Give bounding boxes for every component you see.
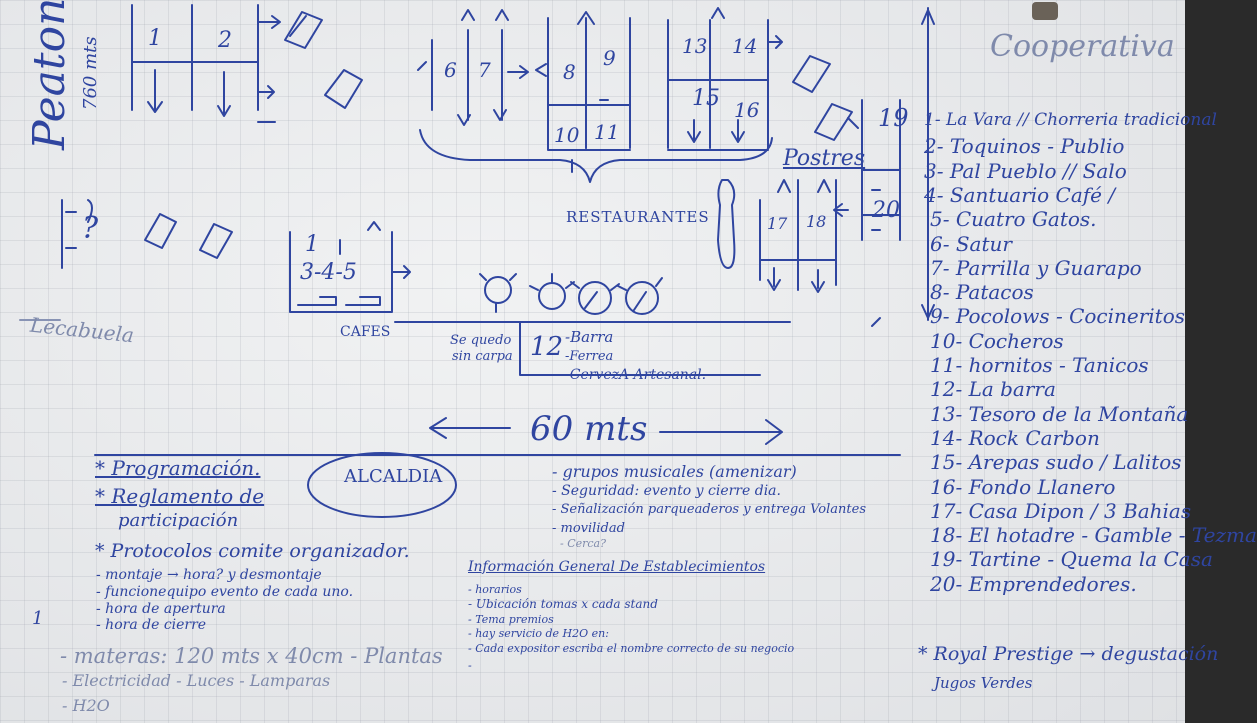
stall-1: 1 — [148, 26, 162, 51]
bar-item-3: -CervezA Artesanal. — [565, 367, 707, 383]
question-mark: ? — [82, 211, 99, 246]
cooperativa-entry: 18- El hotadre - Gamble - Tezma — [930, 523, 1257, 548]
restaurantes-label: RESTAURANTES — [566, 208, 710, 226]
stall-17: 17 — [767, 214, 788, 233]
reglamento-item-cont: participación — [118, 510, 239, 531]
info-item-1: - horarios — [468, 583, 522, 596]
stall-14: 14 — [732, 34, 758, 58]
stall-18: 18 — [806, 212, 827, 231]
whiteboard-magnet — [1032, 2, 1058, 20]
stall-10: 10 — [554, 123, 580, 147]
stall-16: 16 — [734, 98, 760, 122]
electricidad-item: - Electricidad - Luces - Lamparas — [62, 671, 331, 690]
stall-6: 6 — [444, 58, 457, 82]
cooperativa-entry: 9- Pocolows - Cocineritos — [930, 304, 1186, 329]
stall-11: 11 — [594, 120, 620, 144]
cafe-stalls: 3-4-5 — [300, 260, 357, 285]
peaton-size: 760 mts — [80, 36, 101, 110]
cooperativa-entry: 11- hornitos - Tanicos — [930, 353, 1149, 377]
info-title: Información General De Establecimientos — [468, 559, 766, 575]
middle-item-5: - Cerca? — [560, 537, 607, 550]
h2o-item: - H2O — [62, 696, 110, 715]
info-item-5: - Cada expositor escriba el nombre corre… — [468, 642, 795, 655]
cooperativa-entry: 14- Rock Carbon — [930, 425, 1100, 450]
cooperativa-entry: 12- La barra — [930, 377, 1056, 402]
protocolos-item: * Protocolos comite organizador. — [95, 540, 410, 562]
cooperativa-entry: 20- Emprendedores. — [930, 571, 1137, 596]
bar-note-line2: sin carpa — [452, 349, 513, 364]
cooperativa-entry: 5- Cuatro Gatos. — [930, 207, 1097, 232]
cooperativa-entry: 10- Cocheros — [930, 328, 1064, 353]
floor-plan-sketch — [19, 4, 935, 518]
info-item-3: - Tema premios — [468, 613, 554, 626]
cooperativa-entry: 16- Fondo Llanero — [930, 474, 1116, 499]
programacion-item: * Programación. — [95, 456, 261, 480]
protocol-subitem-3: - hora de apertura — [96, 601, 226, 617]
alcaldia-label: ALCALDIA — [344, 466, 443, 487]
middle-item-4: - movilidad — [552, 521, 625, 536]
info-item-4: - hay servicio de H2O en: — [468, 627, 609, 640]
distance-label: 60 mts — [530, 409, 648, 449]
cooperativa-entry: 4- Santuario Café / — [924, 182, 1116, 207]
info-item-2: - Ubicación tomas x cada stand — [468, 597, 658, 611]
cafes-label: CAFES — [340, 324, 391, 340]
cooperativa-entry: 17- Casa Dipon / 3 Bahias — [930, 498, 1192, 523]
middle-item-1: - grupos musicales (amenizar) — [552, 462, 797, 481]
protocol-subitem-4: - hora de cierre — [96, 617, 207, 633]
cooperativa-entry: 3- Pal Pueblo // Salo — [924, 158, 1127, 183]
protocol-subitem-1: - montaje → hora? y desmontaje — [96, 567, 322, 583]
peaton-label: Peaton — [24, 0, 75, 150]
cafe-stall-1: 1 — [305, 232, 319, 257]
middle-item-3: - Señalización parqueaderos y entrega Vo… — [552, 502, 866, 517]
cooperativa-entry: 15- Arepas sudo / Lalitos — [930, 450, 1182, 475]
cooperativa-entry: 7- Parrilla y Guarapo — [930, 255, 1142, 280]
cooperativa-entry: 13- Tesoro de la Montaña — [930, 401, 1189, 426]
cooperativa-entry: 2- Toquinos - Publio — [924, 134, 1125, 159]
bar-item-2: -Ferrea — [565, 349, 614, 364]
protocol-subitem-2: - funcionequipo evento de cada uno. — [96, 584, 354, 600]
cooperativa-footer-2: Jugos Verdes — [934, 674, 1033, 692]
bar-item-1: -Barra — [565, 328, 614, 346]
cooperativa-entry: 6- Satur — [930, 231, 1012, 256]
stall-2: 2 — [218, 28, 232, 53]
cooperativa-entry: 19- Tartine - Quema la Casa — [930, 547, 1213, 572]
stall-20: 20 — [872, 198, 900, 223]
stall-9: 9 — [603, 46, 616, 70]
cooperativa-title: Cooperativa — [990, 29, 1175, 64]
stall-13: 13 — [682, 34, 708, 58]
bar-note-line1: Se quedo — [450, 333, 512, 348]
margin-mark: 1 — [32, 608, 44, 629]
stall-15: 15 — [692, 86, 720, 111]
stall-8: 8 — [563, 60, 576, 84]
postres-label: Postres — [783, 146, 866, 171]
cooperativa-entry: 8- Patacos — [930, 280, 1034, 305]
cooperativa-footer-1: * Royal Prestige → degustación — [918, 643, 1219, 665]
stall-19: 19 — [878, 104, 909, 132]
middle-item-2: - Seguridad: evento y cierre dia. — [552, 483, 781, 499]
bar-number: 12 — [530, 332, 564, 362]
reglamento-item: * Reglamento de — [95, 484, 265, 508]
stall-7: 7 — [478, 58, 491, 82]
materas-item: - materas: 120 mts x 40cm - Plantas — [60, 644, 443, 668]
info-item-6: - — [468, 659, 472, 672]
cooperativa-entry: 1- La Vara // Chorreria tradicional — [924, 110, 1217, 130]
